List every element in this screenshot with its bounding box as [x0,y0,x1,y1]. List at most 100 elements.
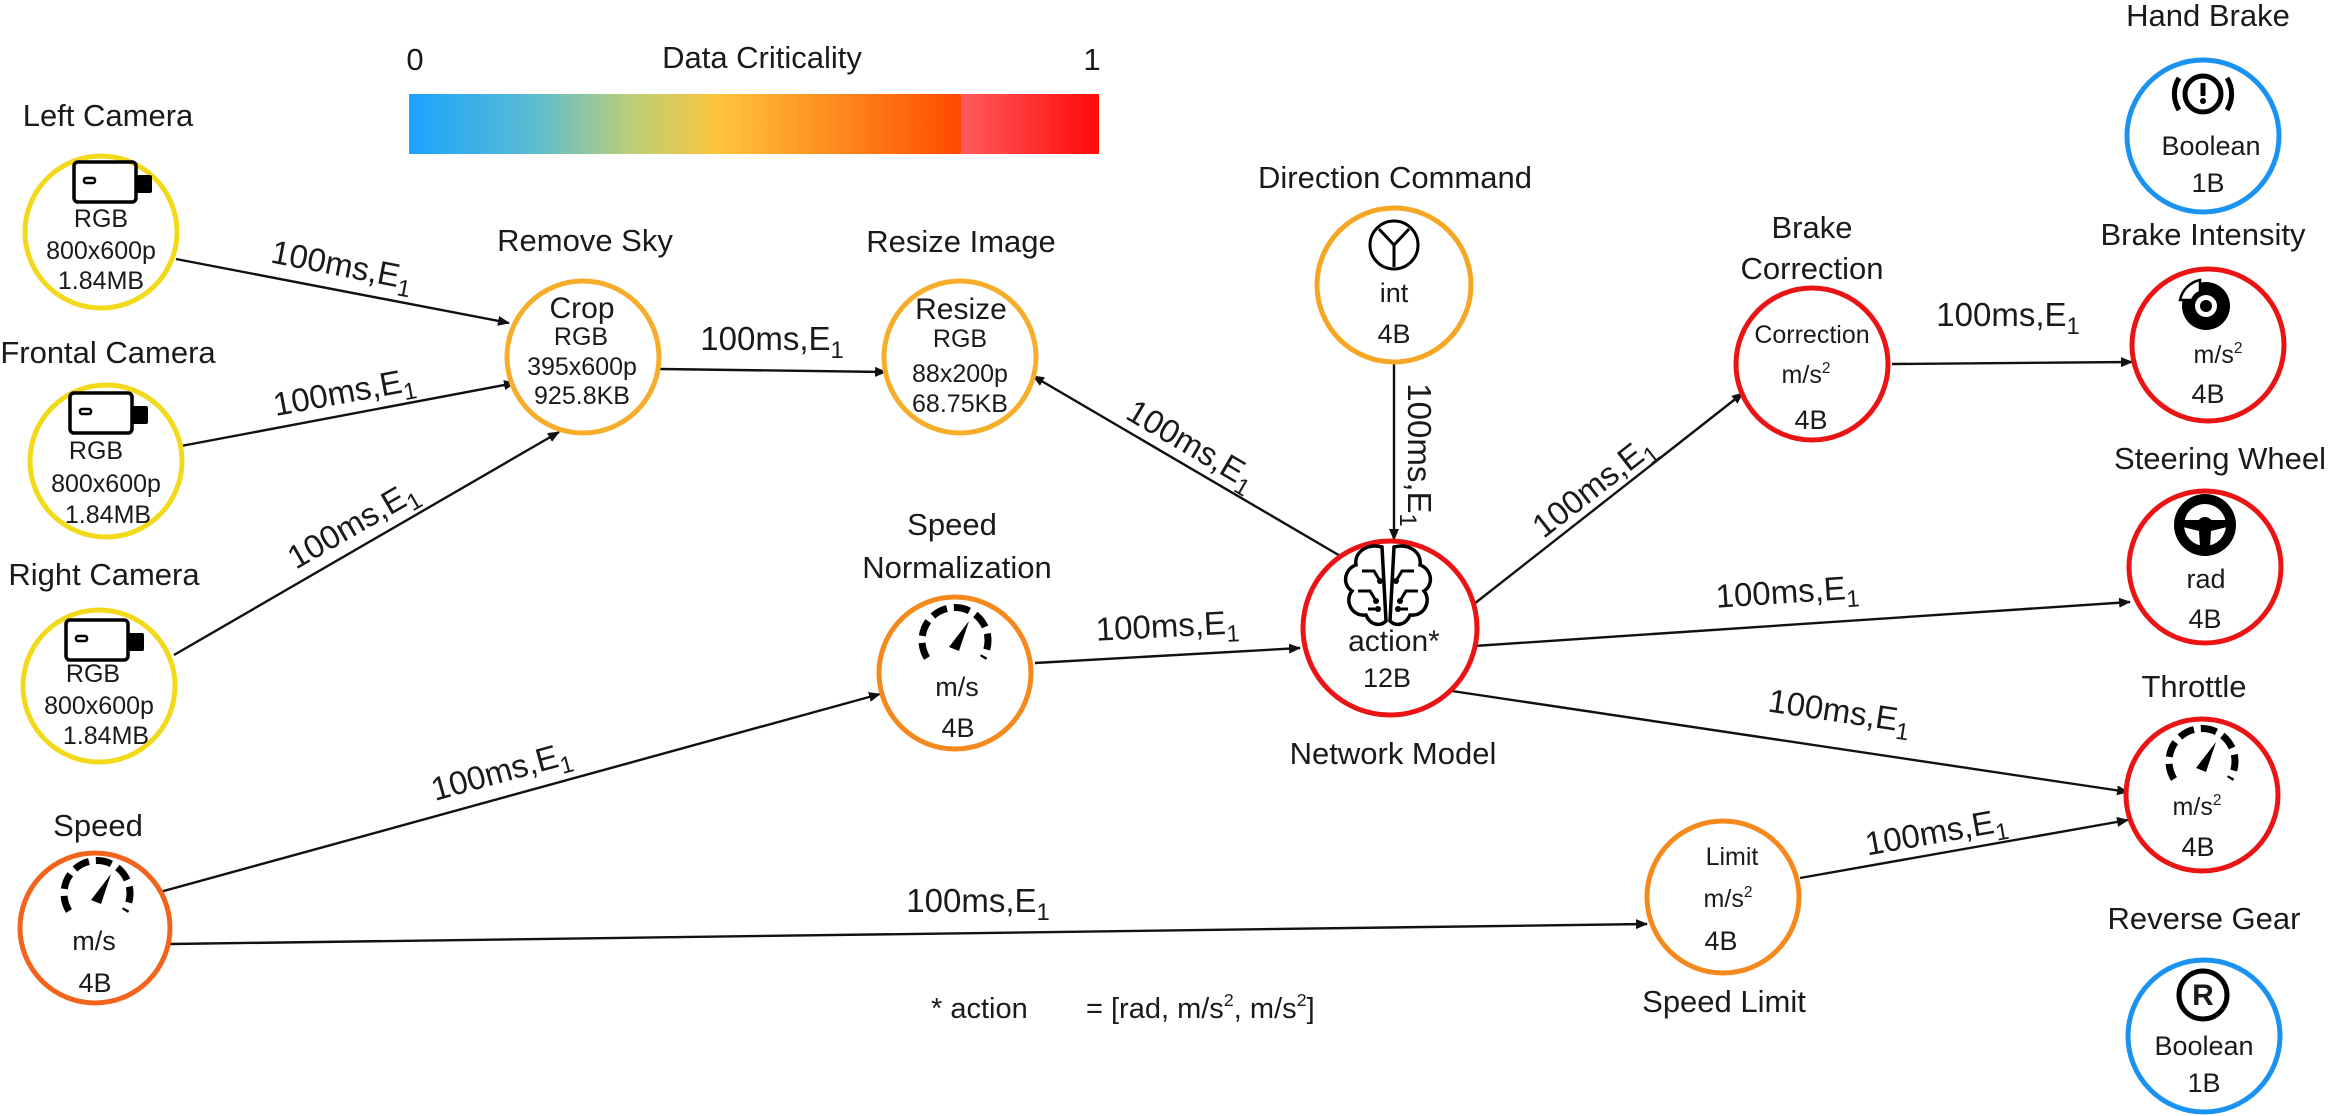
node-direction-command: Direction Command int 4B [1258,160,1532,365]
edge-left-camera-to-remove-sky [175,257,510,326]
svg-text:R: R [2192,979,2214,1012]
node-line-size: 1.84MB [58,267,144,295]
node-line-size: 1B [2191,168,2224,198]
node-title: Resize Image [866,224,1056,259]
node-throttle: Throttle m/s2 4B [2123,669,2281,874]
camera-icon [64,618,144,662]
camera-icon [72,160,152,204]
node-title: Speed Limit [1642,984,1806,1019]
node-line-unit: m/s2 [1782,360,1831,389]
node-line-unit: m/s [72,926,116,956]
action-footnote: * action = [rad, m/s2, m/s2] [931,990,1315,1025]
speedometer-icon [2165,725,2239,781]
edge-label-speed-to-limit: 100ms,E1 [906,882,1049,926]
edge-remove-sky-to-resize-image [659,366,887,377]
steering-wheel-icon [2174,494,2236,556]
node-steering-wheel: Steering Wheel rad 4B [2114,441,2326,646]
edge-frontal-camera-to-remove-sky [180,380,516,448]
edge-brake-correction-to-brake-intensity [1891,357,2133,368]
node-line-size: 4B [2188,604,2221,634]
edge-label-left-camera: 100ms,E1 [267,233,416,304]
edge-label-remove-sky: 100ms,E1 [700,320,843,364]
criticality-legend: 0 Data Criticality 1 [406,40,1101,154]
node-left-camera: Left Camera RGB 800x600p 1.84MB [22,98,194,311]
node-line-size: 1B [2187,1068,2220,1098]
node-hand-brake: Hand Brake Boolean 1B [2124,0,2290,215]
node-line-resolution: 800x600p [44,692,154,720]
node-line-size: 4B [941,713,974,743]
node-title: Brake Intensity [2100,217,2306,252]
node-line-unit: m/s2 [2173,792,2222,821]
node-line-size: 4B [2191,379,2224,409]
node-line-resolution: 395x600p [527,353,637,381]
node-line-format: RGB [554,323,608,351]
brain-icon [1343,544,1433,627]
node-line-operation: Crop [549,292,614,325]
edge-label-limit-to-throttle: 100ms,E1 [1862,801,2011,869]
node-line-size: 4B [78,968,111,998]
edge-speed-normalization-to-network-model [1034,643,1301,665]
node-speed-normalization: Speed Normalization m/s 4B [862,507,1052,752]
edge-network-model-to-throttle [1451,689,2129,796]
node-line-size: 68.75KB [912,390,1008,418]
node-line-unit: m/s2 [1704,884,1753,913]
edge-network-model-to-brake-correction [1473,392,1744,605]
node-title-line-1: Brake [1772,210,1853,245]
node-title: Speed [53,808,143,843]
node-title: Right Camera [8,557,200,592]
node-remove-sky: Remove Sky Crop RGB 395x600p 925.8KB [497,223,673,436]
node-title: Reverse Gear [2108,901,2301,936]
node-title: Remove Sky [497,223,673,258]
node-brake-intensity: Brake Intensity m/s2 4B [2100,217,2306,424]
node-title: Network Model [1290,736,1497,771]
node-title: Frontal Camera [0,335,216,370]
node-line-size: 4B [1377,319,1410,349]
speedometer-icon [918,604,992,660]
node-line-size: 4B [1794,405,1827,435]
node-line-size: 1.84MB [63,722,149,750]
edge-label-network-to-throttle: 100ms,E1 [1765,682,1913,747]
node-resize-image: Resize Image Resize RGB 88x200p 68.75KB [866,224,1056,436]
edge-speed-to-speed-limit [169,919,1648,946]
node-line-size: 4B [2181,832,2214,862]
node-title: Throttle [2141,669,2246,704]
edge-speed-to-speed-normalization [159,692,881,894]
legend-max-label: 1 [1083,42,1100,77]
node-line-resolution: 800x600p [51,470,161,498]
edge-right-camera-to-remove-sky [173,430,560,657]
node-speed: Speed m/s 4B [17,808,173,1006]
node-line-type: Boolean [2161,131,2260,161]
edge-label-network-to-resize: 100ms,E1 [1117,392,1263,503]
node-brake-correction: Brake Correction Correction m/s2 4B [1733,210,1891,443]
speedometer-icon [60,857,134,913]
node-line-resolution: 800x600p [46,237,156,265]
edge-label-normalization-to-network: 100ms,E1 [1095,603,1241,654]
direction-icon [1368,219,1420,271]
node-network-model: action* 12B Network Model [1290,538,1497,771]
node-line-unit: rad [2186,564,2225,594]
edge-label-frontal-camera: 100ms,E1 [270,360,419,429]
node-line-size: 1.84MB [65,501,151,529]
edge-label-correction-to-brake-intensity: 100ms,E1 [1936,296,2079,340]
brake-disc-icon [2178,278,2230,330]
edge-label-network-to-steering: 100ms,E1 [1714,568,1860,621]
node-line-operation: Correction [1754,321,1869,349]
node-speed-limit: Limit m/s2 4B Speed Limit [1642,818,1806,1019]
node-line-type: int [1380,278,1409,308]
node-title: Steering Wheel [2114,441,2326,476]
node-title: Left Camera [23,98,194,133]
edges [159,257,2133,946]
node-line-output: action* [1348,625,1440,658]
edge-label-network-to-brake-correction: 100ms,E1 [1525,427,1665,550]
node-line-unit: m/s [935,672,979,702]
edge-label-speed-to-normalization: 100ms,E1 [427,734,577,815]
node-line-size: 925.8KB [534,382,630,410]
node-reverse-gear: Reverse Gear R Boolean 1B [2108,901,2301,1115]
node-title-line-1: Speed [907,507,997,542]
node-line-format: RGB [69,437,123,465]
node-title-line-2: Correction [1741,251,1884,286]
edge-network-model-to-resize-image [1032,374,1343,559]
node-line-format: RGB [66,660,120,688]
legend-title: Data Criticality [662,40,862,75]
